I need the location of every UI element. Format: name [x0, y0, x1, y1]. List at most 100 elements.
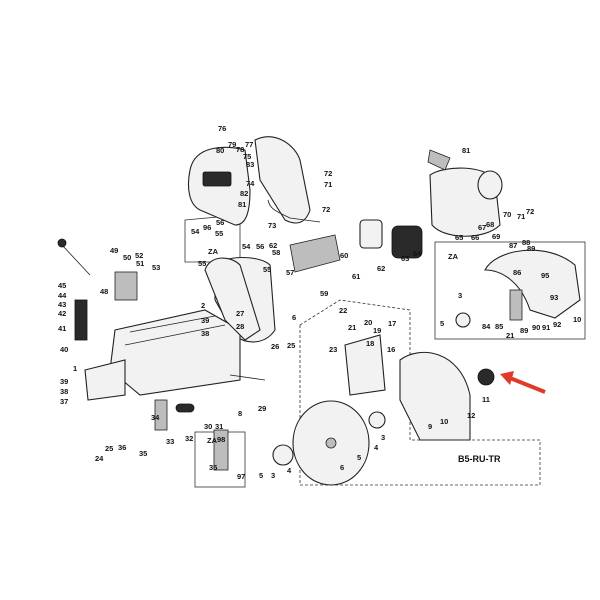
- callout-label-45: 45: [58, 281, 66, 290]
- callout-label-54: 54: [242, 242, 251, 251]
- callout-label-8: 8: [238, 409, 242, 418]
- callout-label-88: 88: [522, 238, 530, 247]
- callout-label-6: 6: [340, 463, 344, 472]
- handle-right-half: [254, 136, 311, 224]
- callout-label-81: 81: [238, 200, 246, 209]
- za-link-arm: [509, 289, 523, 321]
- clamp-bracket: [213, 429, 229, 471]
- vise-handle: [61, 244, 91, 276]
- fence-clamp: [84, 359, 126, 401]
- callout-label-70: 70: [503, 210, 511, 219]
- callout-label-17: 17: [388, 319, 396, 328]
- callout-label-72: 72: [322, 205, 330, 214]
- brush-cap: [477, 170, 503, 200]
- callout-label-22: 22: [339, 306, 347, 315]
- callout-label-3: 3: [381, 433, 385, 442]
- callout-label-68: 68: [486, 220, 494, 229]
- table-body: [109, 309, 241, 396]
- callout-label-12: 12: [467, 411, 475, 420]
- blade-guard-assembly: [272, 334, 546, 486]
- callout-label-41: 41: [58, 324, 66, 333]
- callout-label-62: 62: [377, 264, 385, 273]
- callout-label-62: 62: [269, 241, 277, 250]
- callout-label-56: 56: [216, 218, 224, 227]
- callout-label-6: 6: [292, 313, 296, 322]
- callout-label-10: 10: [440, 417, 448, 426]
- callout-label-39: 39: [201, 316, 209, 325]
- callout-label-24: 24: [95, 454, 104, 463]
- callout-label-61: 61: [352, 272, 360, 281]
- table-slots: [124, 315, 226, 346]
- callout-label-52: 52: [135, 251, 143, 260]
- callout-label-3: 3: [271, 471, 275, 480]
- callout-label-78: 78: [236, 145, 244, 154]
- callout-label-16: 16: [387, 345, 395, 354]
- callout-label-82: 82: [240, 189, 248, 198]
- callout-label-40: 40: [60, 345, 68, 354]
- callout-label-27: 27: [236, 309, 244, 318]
- callout-label-11: 11: [482, 395, 490, 404]
- callout-label-35: 35: [209, 463, 217, 472]
- callout-label-90: 90: [532, 323, 540, 332]
- callout-label-65: 65: [455, 233, 463, 242]
- callout-label-95: 95: [541, 271, 549, 280]
- callout-label-20: 20: [364, 318, 372, 327]
- callout-label-42: 42: [58, 309, 66, 318]
- callout-label-85: 85: [495, 322, 503, 331]
- callout-label-74: 74: [246, 179, 255, 188]
- callout-label-ZA: ZA: [208, 247, 219, 256]
- callout-label-63: 63: [401, 254, 409, 263]
- callout-label-25: 25: [105, 444, 113, 453]
- callout-label-96: 96: [203, 223, 211, 232]
- za-guard-detail: [455, 249, 581, 328]
- callout-label-75: 75: [243, 152, 251, 161]
- callout-label-5: 5: [440, 319, 444, 328]
- callout-label-32: 32: [185, 434, 193, 443]
- grip-pad: [175, 403, 195, 413]
- blade-arbor: [325, 437, 337, 449]
- callout-label-19: 19: [373, 326, 381, 335]
- outer-guard: [399, 351, 471, 441]
- callout-label-79: 79: [228, 140, 236, 149]
- highlighted-part-11: [477, 368, 495, 386]
- callout-label-84: 84: [482, 322, 491, 331]
- handle-knob: [57, 238, 67, 248]
- spring-bar: [154, 399, 168, 431]
- callout-label-76: 76: [218, 124, 226, 133]
- stator-core: [391, 225, 423, 259]
- brush-holder: [427, 149, 451, 171]
- callout-label-86: 86: [513, 268, 521, 277]
- callout-label-93: 93: [550, 293, 558, 302]
- callout-label-5: 5: [357, 453, 361, 462]
- callout-label-89: 89: [520, 326, 528, 335]
- field-coil: [359, 219, 383, 249]
- callout-label-58: 58: [272, 248, 280, 257]
- callout-label-4: 4: [374, 443, 379, 452]
- callout-label-77: 77: [245, 140, 253, 149]
- callout-label-4: 4: [287, 466, 292, 475]
- outer-flange: [272, 444, 294, 466]
- vise-screw-block: [114, 271, 138, 301]
- callout-label-B5-RU-TR: B5-RU-TR: [458, 454, 501, 464]
- callout-label-5: 5: [259, 471, 263, 480]
- callout-label-71: 71: [517, 212, 525, 221]
- callout-label-29: 29: [258, 404, 266, 413]
- callout-label-30: 30: [204, 422, 212, 431]
- base-table: [57, 238, 266, 471]
- callout-label-38: 38: [201, 329, 209, 338]
- callout-label-71: 71: [324, 180, 332, 189]
- callout-label-66: 66: [471, 233, 479, 242]
- callout-label-55: 55: [263, 265, 271, 274]
- callout-label-81: 81: [462, 146, 470, 155]
- callout-label-38: 38: [60, 387, 68, 396]
- power-cord: [267, 199, 321, 223]
- callout-label-37: 37: [60, 397, 68, 406]
- callout-label-25: 25: [287, 341, 295, 350]
- callout-label-33: 33: [166, 437, 174, 446]
- callout-label-53: 53: [152, 263, 160, 272]
- callout-label-91: 91: [542, 323, 550, 332]
- callout-label-92: 92: [553, 320, 561, 329]
- callout-label-72: 72: [526, 207, 534, 216]
